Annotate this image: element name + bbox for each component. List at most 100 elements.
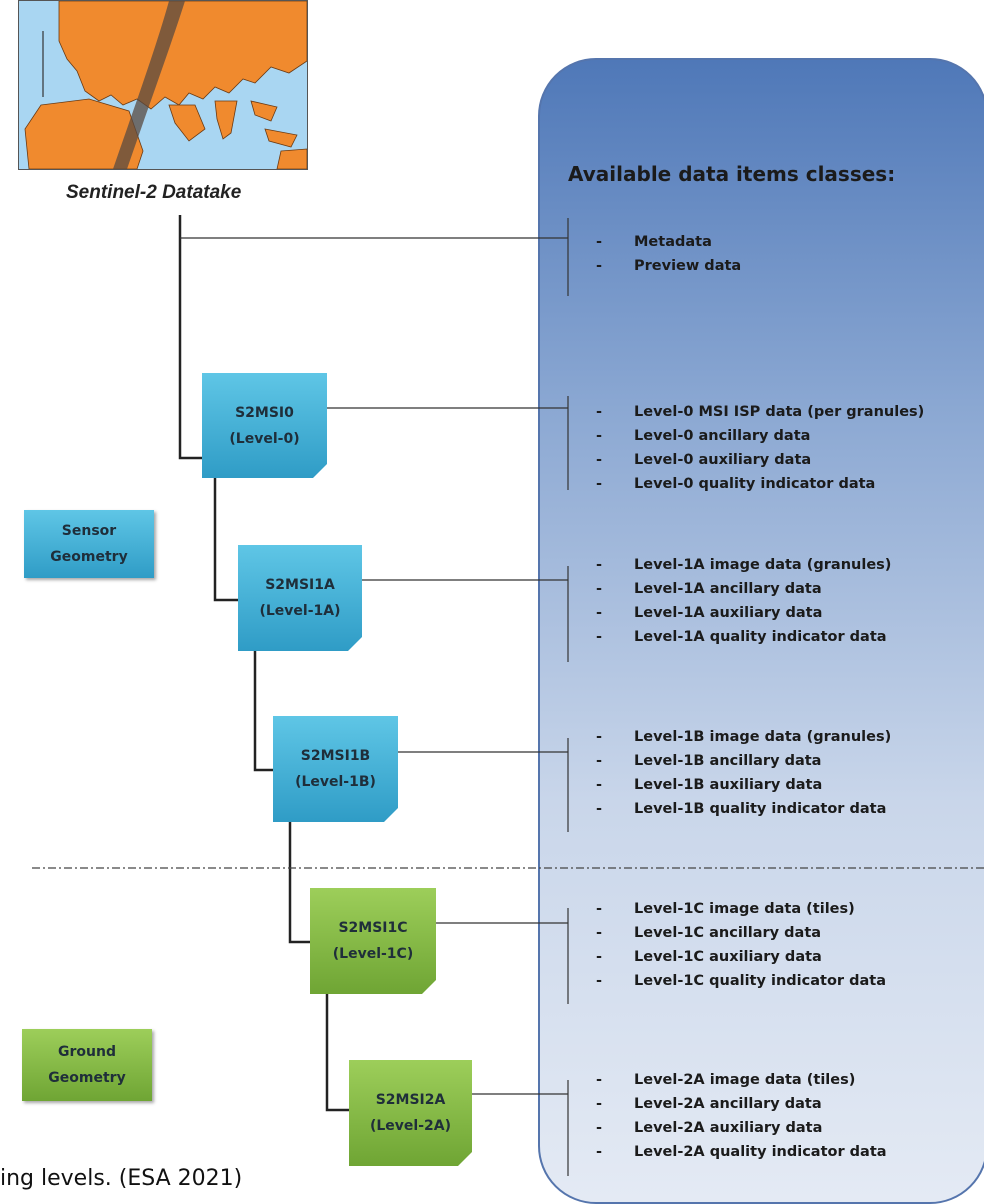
product-level: (Level-1C) <box>332 946 414 962</box>
item-label: Level-1A image data (granules) <box>634 557 892 573</box>
product-box-s2msi1c: S2MSI1C (Level-1C) <box>310 888 436 994</box>
list-item: - Preview data <box>596 254 741 278</box>
product-box-s2msi2a: S2MSI2A (Level-2A) <box>349 1060 472 1166</box>
bullet-dash: - <box>596 605 603 621</box>
list-item: - Level-1C ancillary data <box>596 921 886 945</box>
item-label: Metadata <box>634 234 712 250</box>
list-item: - Level-1C image data (tiles) <box>596 897 886 921</box>
sensor-geometry-label: Sensor Geometry <box>24 510 154 578</box>
map-illustration <box>19 1 307 169</box>
panel-title: Available data items classes: <box>568 162 896 186</box>
item-group-level-1a: - Level-1A image data (granules) - Level-1… <box>596 553 891 649</box>
item-label: Level-1A ancillary data <box>634 581 822 597</box>
product-name: S2MSI1C <box>338 920 408 936</box>
item-label: Level-0 ancillary data <box>634 428 811 444</box>
item-group-level-2a: - Level-2A image data (tiles) - Level-2A a… <box>596 1068 887 1164</box>
list-item: - Level-2A auxiliary data <box>596 1116 887 1140</box>
bullet-dash: - <box>596 925 603 941</box>
ground-geometry-line2: Geometry <box>48 1070 126 1086</box>
list-item: - Level-1B image data (granules) <box>596 725 891 749</box>
ground-geometry-label: Ground Geometry <box>22 1029 152 1101</box>
item-label: Level-0 auxiliary data <box>634 452 812 468</box>
bullet-dash: - <box>596 452 603 468</box>
product-level: (Level-1A) <box>259 603 341 619</box>
bullet-dash: - <box>596 428 603 444</box>
sensor-geometry-line2: Geometry <box>50 549 128 565</box>
item-group-level-1c: - Level-1C image data (tiles) - Level-1C a… <box>596 897 886 993</box>
item-label: Level-2A auxiliary data <box>634 1120 823 1136</box>
list-item: - Level-1A quality indicator data <box>596 625 891 649</box>
list-item: - Level-2A image data (tiles) <box>596 1068 887 1092</box>
item-label: Level-1A auxiliary data <box>634 605 823 621</box>
list-item: - Level-2A ancillary data <box>596 1092 887 1116</box>
item-label: Level-1C quality indicator data <box>634 973 886 989</box>
product-name: S2MSI0 <box>235 404 294 421</box>
item-label: Level-1A quality indicator data <box>634 629 887 645</box>
list-item: - Level-1A ancillary data <box>596 577 891 601</box>
product-box-s2msi1a: S2MSI1A (Level-1A) <box>238 545 362 651</box>
bullet-dash: - <box>596 973 603 989</box>
product-level: (Level-0) <box>229 430 300 447</box>
bullet-dash: - <box>596 729 603 745</box>
bullet-dash: - <box>596 476 603 492</box>
bullet-dash: - <box>596 801 603 817</box>
product-name: S2MSI2A <box>375 1092 446 1108</box>
item-group-level-0: - Level-0 MSI ISP data (per granules) - Le… <box>596 400 924 496</box>
list-item: - Level-1B auxiliary data <box>596 773 891 797</box>
item-label: Level-2A ancillary data <box>634 1096 822 1112</box>
world-map-image <box>18 0 308 170</box>
item-label: Level-0 quality indicator data <box>634 476 876 492</box>
list-item: - Level-1B ancillary data <box>596 749 891 773</box>
product-box-s2msi0: S2MSI0 (Level-0) <box>202 373 327 478</box>
list-item: - Metadata <box>596 230 741 254</box>
bullet-dash: - <box>596 557 603 573</box>
list-item: - Level-0 quality indicator data <box>596 472 924 496</box>
bullet-dash: - <box>596 581 603 597</box>
item-label: Level-1C ancillary data <box>634 925 822 941</box>
bullet-dash: - <box>596 901 603 917</box>
bullet-dash: - <box>596 753 603 769</box>
item-label: Level-1C auxiliary data <box>634 949 822 965</box>
list-item: - Level-0 MSI ISP data (per granules) <box>596 400 924 424</box>
data-items-panel <box>538 58 984 1204</box>
bullet-dash: - <box>596 949 603 965</box>
product-level: (Level-1B) <box>295 774 376 790</box>
product-box-s2msi1b: S2MSI1B (Level-1B) <box>273 716 398 822</box>
list-item: - Level-1C auxiliary data <box>596 945 886 969</box>
map-caption: Sentinel-2 Datatake <box>66 182 242 203</box>
bullet-dash: - <box>596 404 603 420</box>
list-item: - Level-2A quality indicator data <box>596 1140 887 1164</box>
list-item: - Level-0 ancillary data <box>596 424 924 448</box>
item-label: Level-2A quality indicator data <box>634 1144 887 1160</box>
item-label: Level-1C image data (tiles) <box>634 901 855 917</box>
bullet-dash: - <box>596 629 603 645</box>
list-item: - Level-1C quality indicator data <box>596 969 886 993</box>
list-item: - Level-1B quality indicator data <box>596 797 891 821</box>
bullet-dash: - <box>596 1120 603 1136</box>
item-label: Level-1B quality indicator data <box>634 801 887 817</box>
bullet-dash: - <box>596 1096 603 1112</box>
item-label: Level-1B auxiliary data <box>634 777 823 793</box>
bullet-dash: - <box>596 1072 603 1088</box>
item-group-level-1b: - Level-1B image data (granules) - Level-1… <box>596 725 891 821</box>
bullet-dash: - <box>596 777 603 793</box>
list-item: - Level-1A image data (granules) <box>596 553 891 577</box>
item-label: Level-0 MSI ISP data (per granules) <box>634 404 925 420</box>
bullet-dash: - <box>596 1144 603 1160</box>
item-label: Level-1B image data (granules) <box>634 729 892 745</box>
product-level: (Level-2A) <box>369 1118 452 1134</box>
list-item: - Level-0 auxiliary data <box>596 448 924 472</box>
item-label: Preview data <box>634 258 742 274</box>
product-name: S2MSI1A <box>265 577 335 593</box>
product-name: S2MSI1B <box>300 748 371 764</box>
list-item: - Level-1A auxiliary data <box>596 601 891 625</box>
item-label: Level-2A image data (tiles) <box>634 1072 856 1088</box>
bullet-dash: - <box>596 234 603 250</box>
ground-geometry-line1: Ground <box>58 1044 116 1060</box>
sensor-geometry-line1: Sensor <box>61 523 117 539</box>
item-label: Level-1B ancillary data <box>634 753 822 769</box>
bullet-dash: - <box>596 258 603 274</box>
figure-caption: ing levels. (ESA 2021) <box>0 1166 243 1191</box>
